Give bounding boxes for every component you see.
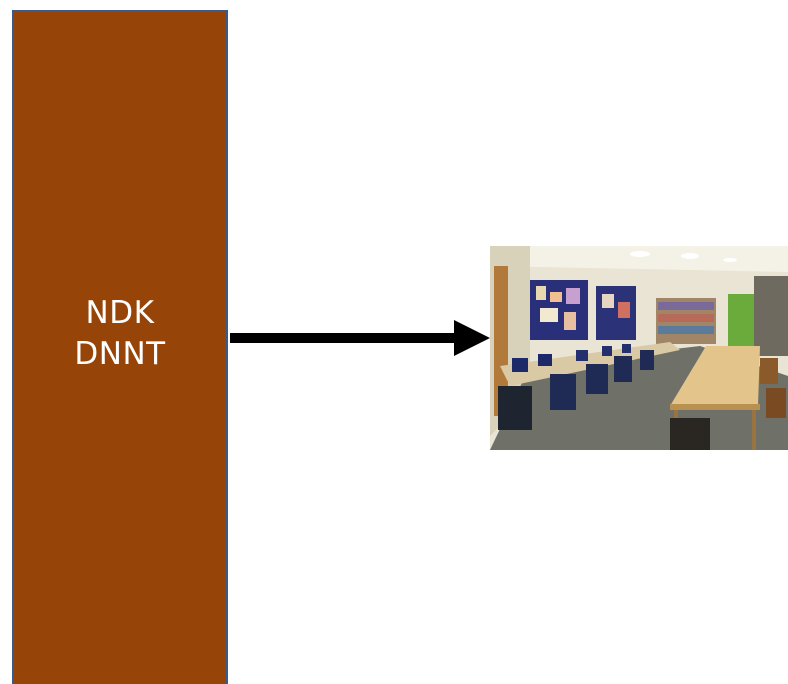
block-label: NDK DNNT — [74, 293, 165, 375]
block-label-line-1: NDK — [85, 295, 155, 331]
library-computer-room-photo — [490, 246, 788, 450]
right-arrow — [230, 320, 490, 356]
block-label-line-2: DNNT — [74, 336, 166, 372]
ndk-dnnt-block: NDK DNNT — [12, 10, 228, 684]
